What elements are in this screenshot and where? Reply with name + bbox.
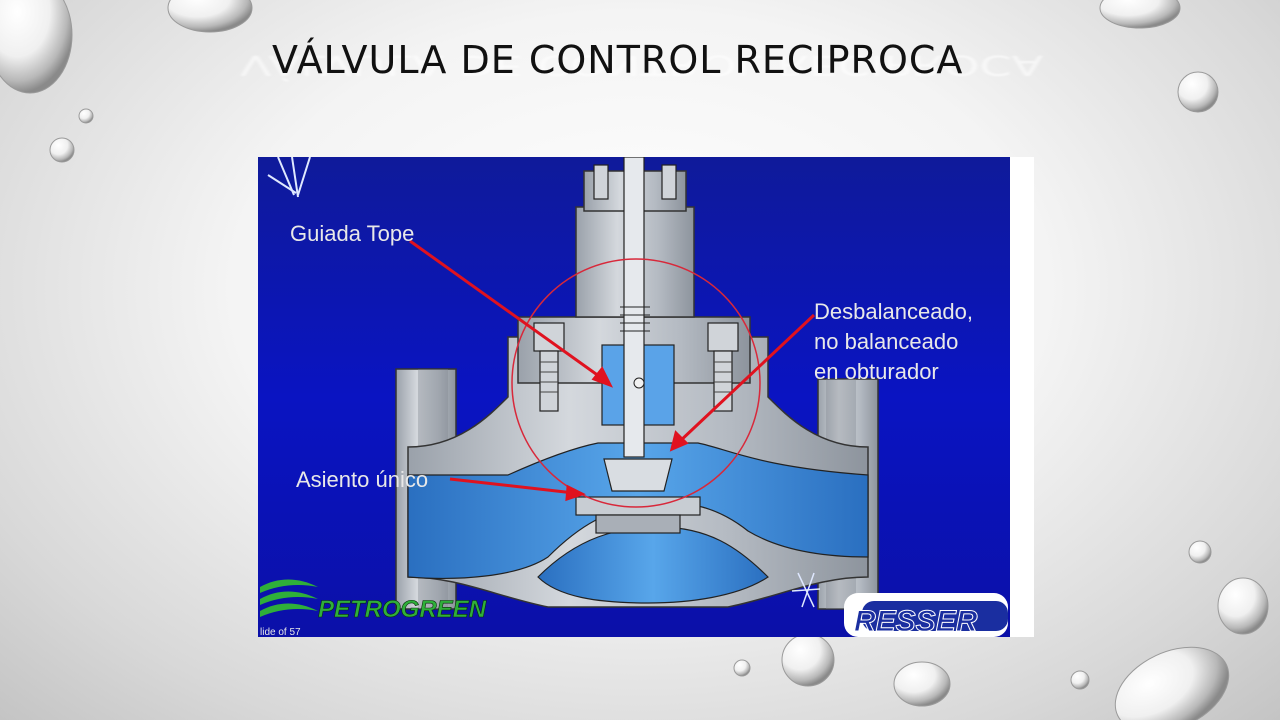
svg-text:PETROGREEN: PETROGREEN — [318, 596, 487, 623]
logo-dresser: RESSER — [844, 593, 1008, 637]
label-guided: Guiada Tope — [290, 221, 414, 246]
diagram-right-margin — [1010, 157, 1034, 637]
slide-counter: lide of 57 — [260, 627, 301, 637]
logo-petrogreen: PETROGREEN — [260, 579, 487, 623]
highlight-circle — [511, 258, 761, 508]
svg-text:RESSER: RESSER — [854, 605, 978, 637]
valve-diagram-svg: Guiada Tope Desbalanceado, no balanceado… — [258, 157, 1034, 637]
slide-title: VÁLVULA DE CONTROL RECIPROCA — [272, 38, 964, 82]
label-seat: Asiento único — [296, 467, 428, 492]
starburst-top-left — [267, 157, 311, 198]
label-unbalanced-line-2: no balanceado — [814, 329, 958, 354]
starburst-bottom-right — [791, 572, 821, 608]
label-unbalanced-line-3: en obturador — [814, 359, 939, 384]
valve-body — [395, 157, 879, 610]
label-unbalanced-line-1: Desbalanceado, — [814, 299, 973, 324]
valve-diagram: Guiada Tope Desbalanceado, no balanceado… — [258, 157, 1034, 637]
callout-arrows — [409, 239, 816, 502]
